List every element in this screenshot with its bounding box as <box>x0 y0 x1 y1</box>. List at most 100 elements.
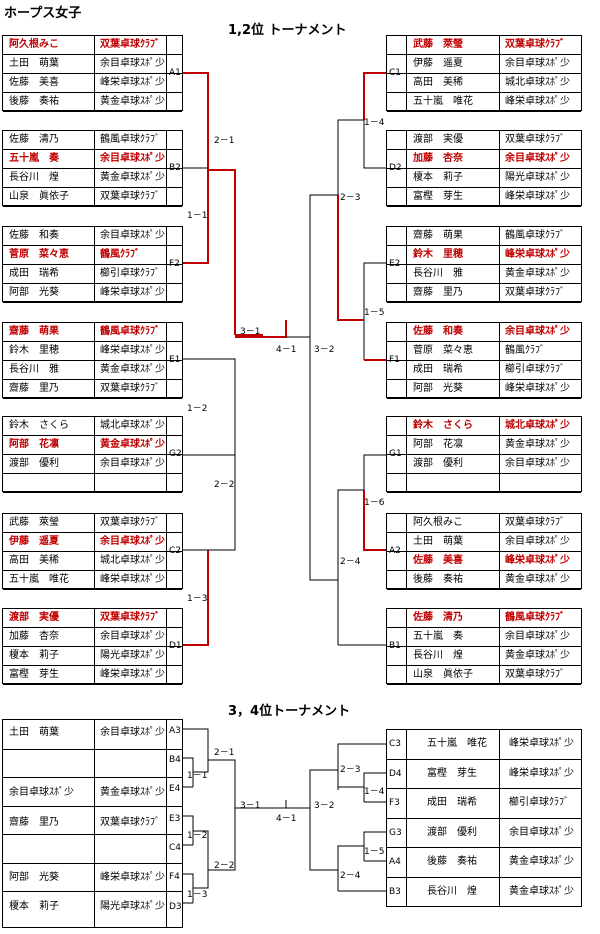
player-name: 阿部 花凛 <box>413 439 463 450</box>
player-name: 余目卓球ｽﾎﾟ少 <box>9 787 74 798</box>
bracket-line <box>363 772 386 802</box>
club-name: 余目卓球ｽﾎﾟ少 <box>100 153 165 164</box>
club-name: 峰栄卓球ｽﾎﾟ少 <box>100 345 165 356</box>
bracket-line <box>193 830 209 870</box>
slot-label: E3 <box>169 814 181 824</box>
player-name: 山泉 眞依子 <box>413 669 473 680</box>
match-label: 4－1 <box>276 814 297 824</box>
match-label: 4－1 <box>276 345 297 355</box>
row-divider <box>3 806 182 807</box>
club-name: 峰栄卓球ｽﾎﾟ少 <box>509 768 574 779</box>
player-name: 富樫 芽生 <box>9 669 59 680</box>
slot-label: A3 <box>169 726 181 736</box>
slot-label: A1 <box>169 68 181 78</box>
player-row: 榎本 莉子陽光卓球ｽﾎﾟ少 <box>3 647 182 666</box>
player-row: 阿部 花凛黄金卓球ｽﾎﾟ少 <box>3 436 182 455</box>
club-name: 峰栄卓球ｽﾎﾟ少 <box>505 249 570 260</box>
player-row: 佐藤 清乃鶴風卓球ｸﾗﾌﾞ <box>3 131 182 150</box>
slot-label: E1 <box>169 355 181 365</box>
match-label: 2－3 <box>340 765 361 775</box>
club-name: 峰栄卓球ｽﾎﾟ少 <box>505 555 570 566</box>
bracket-line <box>337 743 386 790</box>
row-divider <box>387 847 581 848</box>
player-name: 後藤 奏祐 <box>9 96 59 107</box>
player-row: 阿部 光葵峰栄卓球ｽﾎﾟ少 <box>3 284 182 303</box>
club-name: 鶴風卓球ｸﾗﾌﾞ <box>505 612 565 623</box>
bracket-line <box>208 759 236 808</box>
player-row: 菅原 菜々恵鶴風ｸﾗﾌﾞ <box>3 246 182 265</box>
match-label: 1－5 <box>364 308 385 318</box>
player-name: 長谷川 煌 <box>9 172 59 183</box>
player-row: 長谷川 雅黄金卓球ｽﾎﾟ少 <box>3 361 182 380</box>
club-name: 黄金卓球ｽﾎﾟ少 <box>100 96 165 107</box>
player-row: 山泉 眞依子双葉卓球ｸﾗﾌﾞ <box>3 188 182 207</box>
club-name: 余目卓球ｽﾎﾟ少 <box>509 827 574 838</box>
player-row: 鈴木 里穂峰栄卓球ｽﾎﾟ少 <box>3 342 182 361</box>
player-name: 鈴木 さくら <box>413 420 473 431</box>
club-name: 双葉卓球ｸﾗﾌﾞ <box>505 517 565 528</box>
player-name: 佐藤 美喜 <box>9 77 59 88</box>
club-name: 余目卓球ｽﾎﾟ少 <box>100 536 165 547</box>
player-name: 齋藤 萌果 <box>9 326 59 337</box>
bracket-line <box>208 808 236 871</box>
club-name: 余目卓球ｽﾎﾟ少 <box>100 458 165 469</box>
match-label: 2－2 <box>214 861 235 871</box>
match-label: 2－1 <box>214 136 235 146</box>
player-row: 高田 美稀城北卓球ｽﾎﾟ少 <box>3 552 182 571</box>
player-name: 齋藤 萌果 <box>413 230 463 241</box>
club-name: 城北卓球ｽﾎﾟ少 <box>100 555 165 566</box>
player-name: 土田 萌葉 <box>9 727 59 738</box>
player-name: 榎本 莉子 <box>9 650 59 661</box>
club-name: 黄金卓球ｽﾎﾟ少 <box>505 268 570 279</box>
player-table: 武藤 萊瑩双葉卓球ｸﾗﾌﾞ伊藤 遥夏余目卓球ｽﾎﾟ少高田 美稀城北卓球ｽﾎﾟ少五… <box>2 513 183 590</box>
player-name: 長谷川 煌 <box>413 650 463 661</box>
match-label: 3－2 <box>314 801 335 811</box>
match-label: 2－3 <box>340 193 361 203</box>
bracket-line <box>309 769 338 808</box>
player-table: 阿久根みこ双葉卓球ｸﾗﾌﾞ土田 萌葉余目卓球ｽﾎﾟ少佐藤 美喜峰栄卓球ｽﾎﾟ少後… <box>2 35 183 112</box>
slot-label: D2 <box>389 163 402 173</box>
player-table: 佐藤 和奏余目卓球ｽﾎﾟ少菅原 菜々恵鶴風ｸﾗﾌﾞ成田 瑞希櫛引卓球ｸﾗﾌﾞ阿部… <box>2 226 183 303</box>
player-name: 榎本 莉子 <box>9 901 59 912</box>
player-table: 佐藤 清乃鶴風卓球ｸﾗﾌﾞ五十嵐 奏余目卓球ｽﾎﾟ少長谷川 煌黄金卓球ｽﾎﾟ少山… <box>386 608 582 685</box>
player-row: 鈴木 里穂峰栄卓球ｽﾎﾟ少 <box>387 246 581 265</box>
club-name: 双葉卓球ｸﾗﾌﾞ <box>100 612 160 623</box>
player-row: 佐藤 美喜峰栄卓球ｽﾎﾟ少 <box>387 552 581 571</box>
player-row: 榎本 莉子陽光卓球ｽﾎﾟ少 <box>387 169 581 188</box>
player-row <box>387 474 581 493</box>
player-name: 後藤 奏祐 <box>413 574 463 585</box>
player-table: 渡部 実優双葉卓球ｸﾗﾌﾞ加藤 杏奈余目卓球ｽﾎﾟ少榎本 莉子陽光卓球ｽﾎﾟ少富… <box>2 608 183 685</box>
player-name: 齋藤 里乃 <box>9 817 59 828</box>
player-row: 土田 萌葉余目卓球ｽﾎﾟ少 <box>3 55 182 74</box>
match-label: 2－2 <box>214 480 235 490</box>
match-label: 2－4 <box>340 871 361 881</box>
player-row: 渡部 優利余目卓球ｽﾎﾟ少 <box>3 455 182 474</box>
match-label: 1－1 <box>187 771 208 781</box>
club-name: 鶴風卓球ｸﾗﾌﾞ <box>100 326 160 337</box>
row-divider <box>387 759 581 760</box>
slot-label: B3 <box>389 887 401 897</box>
player-name: 榎本 莉子 <box>413 172 463 183</box>
club-name: 峰栄卓球ｽﾎﾟ少 <box>100 574 165 585</box>
player-row: 佐藤 和奏余目卓球ｽﾎﾟ少 <box>3 227 182 246</box>
player-row: 阿久根みこ双葉卓球ｸﾗﾌﾞ <box>3 36 182 55</box>
slot-label: A4 <box>389 857 401 867</box>
club-name: 鶴風卓球ｸﾗﾌﾞ <box>100 134 160 145</box>
club-name: 櫛引卓球ｸﾗﾌﾞ <box>100 268 160 279</box>
player-row: 渡部 実優 双葉卓球ｸﾗﾌﾞ <box>3 609 182 628</box>
club-name: 黄金卓球ｽﾎﾟ少 <box>100 172 165 183</box>
club-name: 黄金卓球ｽﾎﾟ少 <box>100 787 165 798</box>
player-name: 渡部 実優 <box>9 612 59 623</box>
slot-label: B1 <box>389 641 401 651</box>
club-name: 余目卓球ｽﾎﾟ少 <box>505 536 570 547</box>
bracket-line <box>309 194 338 337</box>
player-name: 成田 瑞希 <box>427 797 477 808</box>
player-row: 後藤 奏祐黄金卓球ｽﾎﾟ少 <box>387 571 581 590</box>
match-label: 1－6 <box>364 498 385 508</box>
slot-label: B4 <box>169 755 181 765</box>
club-name: 峰栄卓球ｽﾎﾟ少 <box>505 96 570 107</box>
club-name: 双葉卓球ｸﾗﾌﾞ <box>505 669 565 680</box>
bracket-line <box>363 120 386 169</box>
bracket-line <box>337 195 364 321</box>
